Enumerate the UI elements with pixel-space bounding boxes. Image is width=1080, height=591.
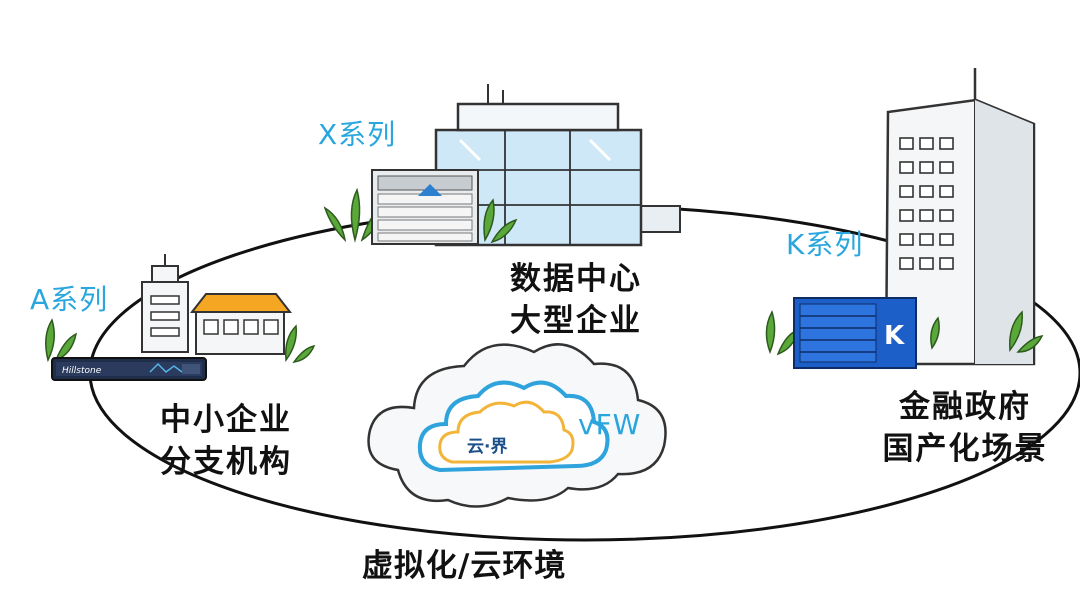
sme-caption-line-2: 分支机构	[160, 444, 292, 480]
x-series-label: X系列	[318, 118, 397, 151]
k-series-device-illustration: K	[793, 297, 917, 369]
sme-building-illustration	[141, 254, 293, 355]
plants-sme	[45, 318, 316, 363]
finance-tower-illustration	[884, 68, 1036, 366]
sme-caption-line-1: 中小企业	[160, 402, 292, 438]
sme-caption: 中小企业 分支机构	[160, 399, 292, 483]
finance-caption: 金融政府 国产化场景	[870, 386, 1060, 470]
datacenter-caption-line-1: 数据中心	[510, 261, 642, 297]
k-device-mark: K	[884, 321, 905, 351]
a-series-device-illustration: Hillstone	[51, 357, 207, 381]
tower-windows	[899, 137, 954, 270]
a-series-label: A系列	[30, 283, 109, 316]
datacenter-caption-line-2: 大型企业	[510, 303, 642, 339]
cloud-caption: 虚拟化/云环境	[362, 548, 567, 584]
finance-caption-line-2: 国产化场景	[882, 431, 1048, 467]
cloud-badge-label: 云·界	[467, 437, 507, 457]
finance-caption-line-1: 金融政府	[899, 389, 1031, 425]
k-series-label: K系列	[786, 228, 864, 261]
vfw-label: vFW	[578, 408, 642, 441]
datacenter-caption: 数据中心 大型企业	[510, 258, 642, 342]
cloud-illustration: 云·界	[367, 343, 667, 508]
device-brand-label: Hillstone	[62, 366, 102, 376]
x-series-device-illustration	[371, 169, 479, 245]
